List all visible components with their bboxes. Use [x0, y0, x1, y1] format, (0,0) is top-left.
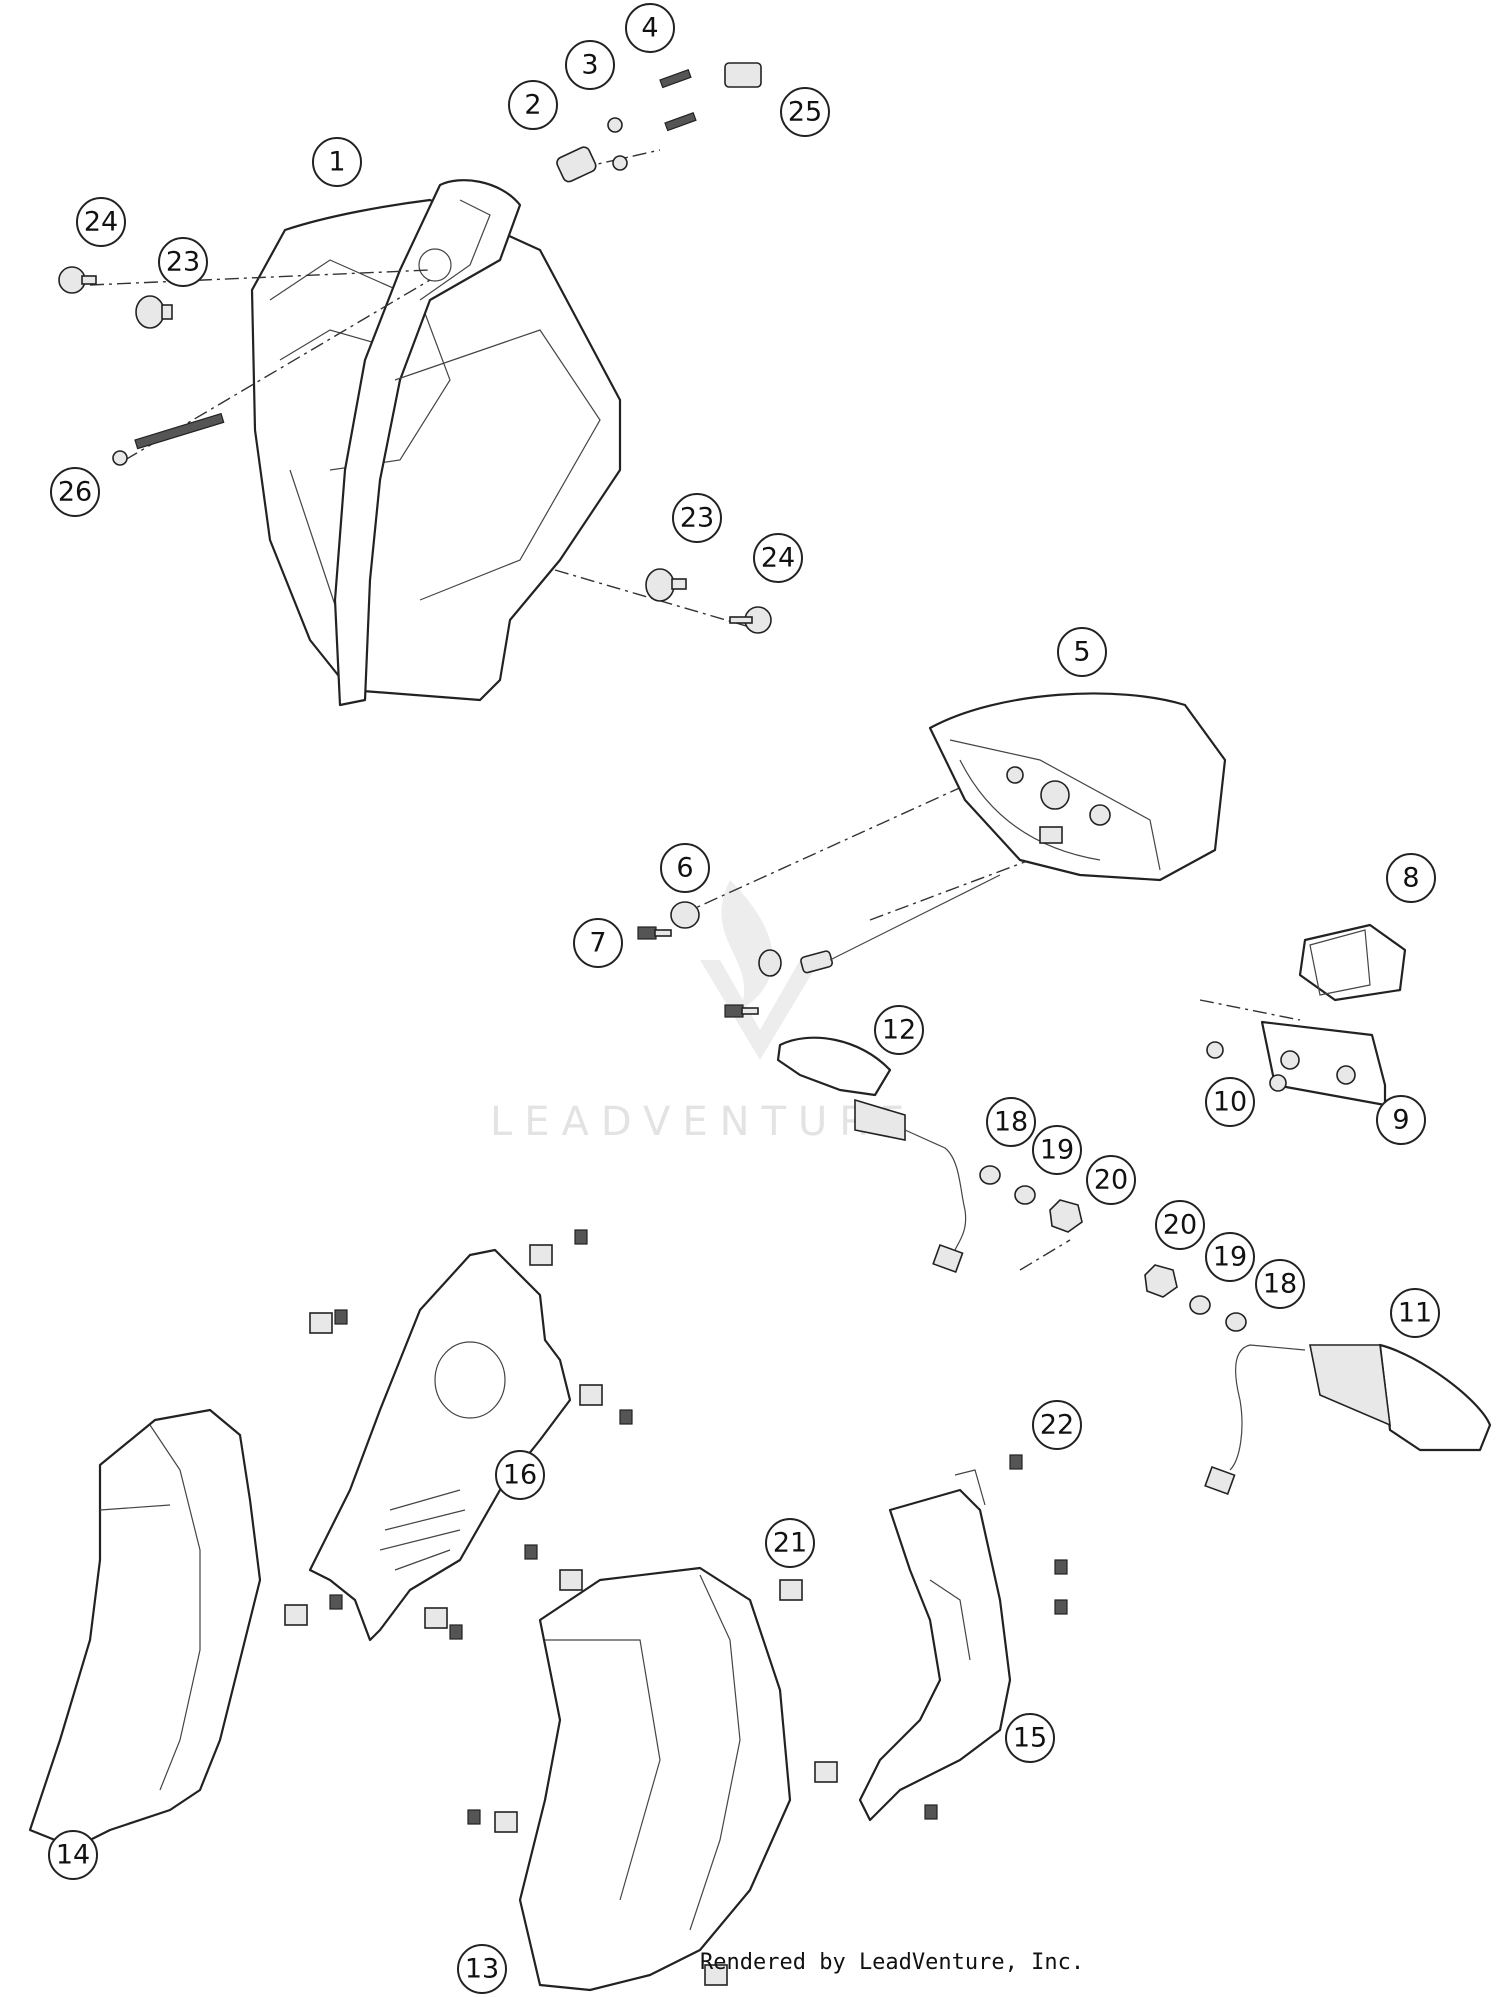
indicator-left [776, 1036, 967, 1274]
callout-23b: 23 [672, 493, 722, 543]
callout-label: 9 [1392, 1105, 1409, 1136]
callout-4: 4 [625, 3, 675, 53]
callout-21: 21 [765, 1518, 815, 1568]
callout-20b: 20 [1155, 1200, 1205, 1250]
callout-2: 2 [508, 80, 558, 130]
callout-label: 10 [1213, 1087, 1247, 1118]
callout-8: 8 [1386, 853, 1436, 903]
callout-24b: 24 [753, 533, 803, 583]
callout-10: 10 [1205, 1077, 1255, 1127]
callout-label: 1 [328, 147, 345, 178]
callout-label: 26 [58, 477, 92, 508]
callout-label: 22 [1040, 1410, 1074, 1441]
callout-label: 20 [1163, 1210, 1197, 1241]
callout-19a: 19 [1032, 1125, 1082, 1175]
callout-label: 15 [1013, 1723, 1047, 1754]
headlight-bracket [308, 1248, 572, 1642]
callout-label: 7 [589, 928, 606, 959]
tail-light-hardware [637, 874, 1001, 1018]
callout-16: 16 [495, 1450, 545, 1500]
callout-label: 19 [1213, 1242, 1247, 1273]
callout-label: 18 [1263, 1269, 1297, 1300]
tail-light [928, 692, 1227, 882]
callout-label: 20 [1094, 1165, 1128, 1196]
side-cover-center [518, 1566, 792, 1992]
callout-25: 25 [780, 87, 830, 137]
callout-12: 12 [874, 1005, 924, 1055]
callout-6: 6 [660, 843, 710, 893]
callout-label: 8 [1402, 863, 1419, 894]
callout-label: 19 [1040, 1135, 1074, 1166]
callout-7: 7 [573, 918, 623, 968]
callout-label: 24 [761, 543, 795, 574]
callout-label: 11 [1398, 1298, 1432, 1329]
callout-20a: 20 [1086, 1155, 1136, 1205]
callout-13: 13 [457, 1944, 507, 1994]
callout-18b: 18 [1255, 1259, 1305, 1309]
callout-label: 18 [994, 1107, 1028, 1138]
callout-label: 25 [788, 97, 822, 128]
callout-label: 6 [676, 853, 693, 884]
callout-label: 12 [882, 1015, 916, 1046]
render-credit: Rendered by LeadVenture, Inc. [700, 1950, 1085, 1975]
headlight-assembly [250, 179, 622, 707]
indicator-right [1204, 1343, 1492, 1496]
callout-label: 13 [465, 1954, 499, 1985]
callout-18a: 18 [986, 1097, 1036, 1147]
callout-label: 16 [503, 1460, 537, 1491]
callout-label: 4 [641, 13, 658, 44]
license-plate-light [1206, 923, 1407, 1107]
callout-label: 14 [56, 1840, 90, 1871]
callout-15: 15 [1005, 1713, 1055, 1763]
callout-26: 26 [50, 467, 100, 517]
callout-label: 24 [84, 207, 118, 238]
callout-19b: 19 [1205, 1232, 1255, 1282]
callout-9: 9 [1376, 1095, 1426, 1145]
headlight-hardware [58, 62, 772, 634]
callout-label: 23 [680, 503, 714, 534]
clip-hardware [284, 1229, 1068, 1986]
callout-11: 11 [1390, 1288, 1440, 1338]
callout-14: 14 [48, 1830, 98, 1880]
callout-24a: 24 [76, 197, 126, 247]
callout-label: 21 [773, 1528, 807, 1559]
watermark-text: LEADVENTURE [490, 1099, 916, 1145]
watermark: LEADVENTURE [490, 880, 916, 1145]
side-panel-right [858, 1469, 1012, 1822]
callout-5: 5 [1057, 627, 1107, 677]
callout-23a: 23 [158, 237, 208, 287]
callout-label: 23 [166, 247, 200, 278]
indicator-hardware [979, 1165, 1247, 1332]
callout-label: 3 [581, 50, 598, 81]
callout-3: 3 [565, 40, 615, 90]
callout-label: 2 [524, 90, 541, 121]
callout-1: 1 [312, 137, 362, 187]
side-cover-left [28, 1408, 262, 1847]
callout-label: 5 [1073, 637, 1090, 668]
callout-22: 22 [1032, 1400, 1082, 1450]
